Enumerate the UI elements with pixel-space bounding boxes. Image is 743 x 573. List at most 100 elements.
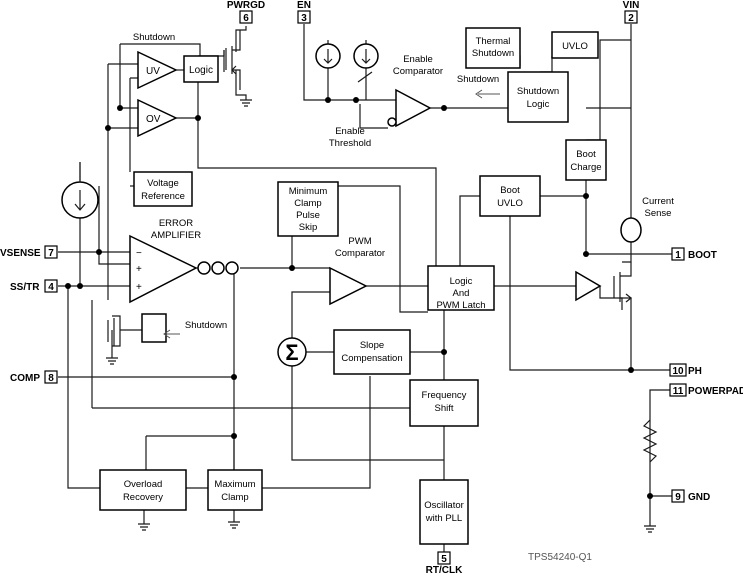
- svg-text:+: +: [136, 264, 142, 275]
- freq-shift-line1: Frequency: [422, 390, 467, 401]
- pin-rtclk-num: 5: [441, 554, 447, 565]
- current-source-ea: [61, 162, 99, 219]
- pin-powerpad-num: 11: [673, 386, 684, 397]
- boot-uvlo-line1: Boot: [500, 185, 520, 196]
- min-clamp-box: [277, 181, 339, 237]
- overload-line1: Overload: [124, 479, 163, 490]
- pin-rtclk-name: RT/CLK: [426, 565, 463, 573]
- current-sense-ellipse: [620, 217, 642, 243]
- enable-threshold-line2: Threshold: [329, 138, 371, 149]
- enable-comparator-line2: Comparator: [393, 66, 443, 77]
- uvlo-box: [551, 31, 599, 59]
- pin-boot-name: BOOT: [688, 250, 717, 261]
- pin-sstr-name: SS/TR: [10, 282, 40, 293]
- high-side-fet: [613, 262, 632, 310]
- boot-charge-line1: Boot: [576, 149, 596, 160]
- overload-line2: Recovery: [123, 492, 163, 503]
- freq-shift-line2: Shift: [434, 403, 453, 414]
- error-amplifier-line2: AMPLIFIER: [151, 230, 201, 241]
- gate-driver: [575, 270, 602, 302]
- max-clamp-box: [207, 469, 263, 511]
- pwm-comparator: [329, 266, 368, 306]
- pin-en-name: EN: [297, 0, 311, 11]
- thermal-box: [465, 27, 521, 69]
- boot-charge-line2: Charge: [570, 162, 601, 173]
- pin-vsense-box: [44, 245, 58, 259]
- oscillator-line2: with PLL: [425, 513, 462, 524]
- pin-powerpad-name: POWERPAD: [688, 386, 743, 397]
- logic-latch-line3: PWM Latch: [436, 300, 485, 311]
- sigma-summer: [277, 337, 307, 367]
- current-source-en-2: [353, 43, 379, 69]
- svg-text:−: −: [136, 248, 142, 259]
- slope-comp-line2: Compensation: [341, 353, 402, 364]
- pin-ph-box: [669, 363, 687, 377]
- ov-comparator: OV: [137, 98, 178, 138]
- pin-pwrgd-num: 6: [243, 13, 249, 24]
- pin-ph-num: 10: [672, 366, 684, 377]
- pwm-comparator-line2: Comparator: [335, 248, 385, 259]
- pin-en-num: 3: [301, 13, 307, 24]
- current-source-en-1: [315, 43, 341, 69]
- pin-gnd-num: 9: [675, 492, 681, 503]
- shutdown-top-label: Shutdown: [133, 32, 175, 43]
- pin-powerpad-box: [669, 383, 687, 397]
- pin-rtclk-box: [437, 551, 451, 565]
- pin-comp-num: 8: [48, 373, 54, 384]
- pin-gnd-name: GND: [688, 492, 710, 503]
- enable-comparator: [387, 88, 432, 128]
- shutdown-ss-label: Shutdown: [185, 320, 227, 331]
- freq-shift-box: [409, 379, 479, 427]
- pin-pwrgd-box: [239, 10, 253, 24]
- ss-shutdown-box: [141, 313, 167, 343]
- min-clamp-line4: Skip: [299, 222, 317, 233]
- logic-latch-line1: Logic: [450, 276, 473, 287]
- pin-gnd-box: [671, 489, 685, 503]
- resistor-icon: [642, 419, 658, 463]
- min-clamp-line1: Minimum: [289, 186, 328, 197]
- pwrgd-transistor: [225, 30, 241, 90]
- pin-vin-num: 2: [628, 13, 634, 24]
- sigma-symbol: Σ: [285, 340, 298, 365]
- oscillator-line1: Oscillator: [424, 500, 464, 511]
- uv-label: UV: [146, 66, 160, 77]
- svg-text:+: +: [136, 282, 142, 293]
- voltage-reference-line2: Reference: [141, 191, 185, 202]
- shutdown-logic-line2: Logic: [527, 99, 550, 110]
- enable-comparator-line1: Enable: [403, 54, 433, 65]
- pin-comp-name: COMP: [10, 373, 40, 384]
- pwm-comparator-line1: PWM: [348, 236, 371, 247]
- ground-symbols: [106, 99, 656, 533]
- pin-en-box: [297, 10, 311, 24]
- ss-shutdown-fet: [107, 318, 115, 346]
- max-clamp-line1: Maximum: [214, 479, 255, 490]
- pin-vin-box: [624, 10, 638, 24]
- error-amplifier: − + +: [129, 234, 239, 304]
- junction-dots: [65, 97, 653, 499]
- slope-comp-line1: Slope: [360, 340, 384, 351]
- boot-uvlo-box: [479, 175, 541, 217]
- current-sense-line1: Current: [642, 196, 674, 207]
- shutdown-ss-arrow-icon: [163, 329, 180, 339]
- overload-box: [99, 469, 187, 511]
- pin-sstr-num: 4: [48, 282, 54, 293]
- pin-vsense-num: 7: [48, 248, 54, 259]
- boot-charge-box: [565, 139, 607, 181]
- error-amplifier-line1: ERROR: [159, 218, 193, 229]
- current-sense-line2: Sense: [645, 208, 672, 219]
- max-clamp-line2: Clamp: [221, 492, 248, 503]
- uv-comparator: UV: [137, 50, 178, 90]
- voltage-reference-box: [133, 171, 193, 207]
- shutdown-arrow-icon: [475, 89, 500, 99]
- pin-boot-box: [671, 247, 685, 261]
- pin-boot-num: 1: [675, 250, 681, 261]
- thermal-line2: Shutdown: [472, 48, 514, 59]
- pin-pwrgd-name: PWRGD: [227, 0, 265, 11]
- shutdown-logic-line1: Shutdown: [517, 86, 559, 97]
- uvlo-label: UVLO: [562, 41, 588, 52]
- enable-threshold-line1: Enable: [335, 126, 365, 137]
- boot-uvlo-line2: UVLO: [497, 198, 523, 209]
- ov-label: OV: [146, 114, 161, 125]
- logic-latch-line2: And: [453, 288, 470, 299]
